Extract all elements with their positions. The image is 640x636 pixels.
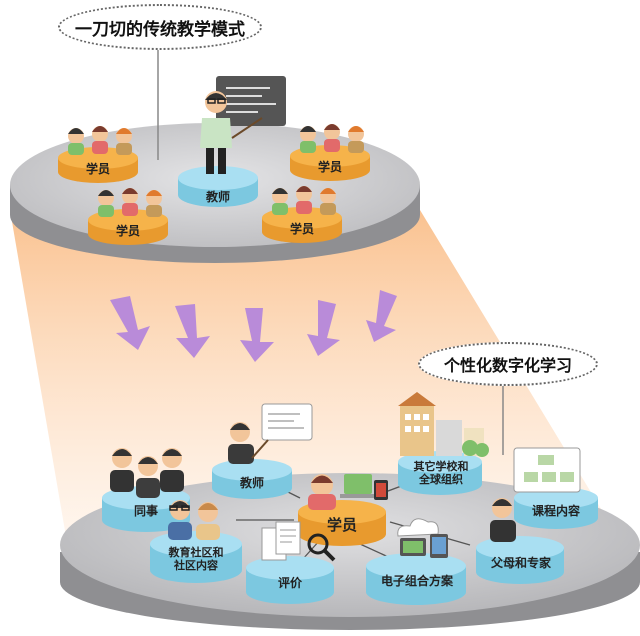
node-portfolio-label: 电子组合方案 [380,574,453,588]
blackboard [216,76,286,126]
student-group-bl [88,188,168,245]
student-label-br: 学员 [289,222,314,236]
node-peers [102,448,190,532]
student-group-tl [58,126,138,183]
student-label-tl: 学员 [85,162,110,176]
node-schools-label: 其它学校和 全球组织 [413,460,469,486]
node-evaluation [246,521,336,604]
traditional-model-title-text: 一刀切的传统教学模式 [75,19,245,40]
arrow-down-icon [366,290,397,342]
student-label-bl: 学员 [115,224,140,238]
center-student-label: 学员 [326,516,357,534]
arrow-down-icon [240,308,274,362]
node-community-label: 教育社区和 社区内容 [168,546,224,572]
arrow-down-icon [307,300,340,356]
transition-arrows [110,290,397,362]
node-course-label: 课程内容 [531,504,580,518]
top-student-groups [58,124,370,245]
student-group-br [262,186,342,243]
top-teacher-label: 教师 [205,190,230,204]
node-teacher-label: 教师 [239,476,264,490]
center-pedestal [298,500,386,546]
node-peers-label: 同事 [133,504,158,518]
node-portfolio [366,518,466,605]
teacher-figure-icon [200,91,232,174]
arrow-down-icon [175,304,210,358]
student-group-tr [290,124,370,181]
node-evaluation-label: 评价 [277,576,302,590]
node-parents [476,498,564,584]
node-course [513,447,598,529]
node-community [150,500,242,583]
node-parents-label: 父母和专家 [490,556,551,570]
center-student-icon [308,474,388,510]
digital-learning-title-text: 个性化数字化学习 [443,356,572,375]
digital-learning-title: 个性化数字化学习 [418,342,598,386]
top-teacher-pedestal [178,166,258,207]
node-teacher [212,403,313,499]
arrow-down-icon [110,296,150,350]
node-schools [398,392,489,495]
student-label-tr: 学员 [317,160,342,174]
traditional-model-title: 一刀切的传统教学模式 [58,4,262,50]
